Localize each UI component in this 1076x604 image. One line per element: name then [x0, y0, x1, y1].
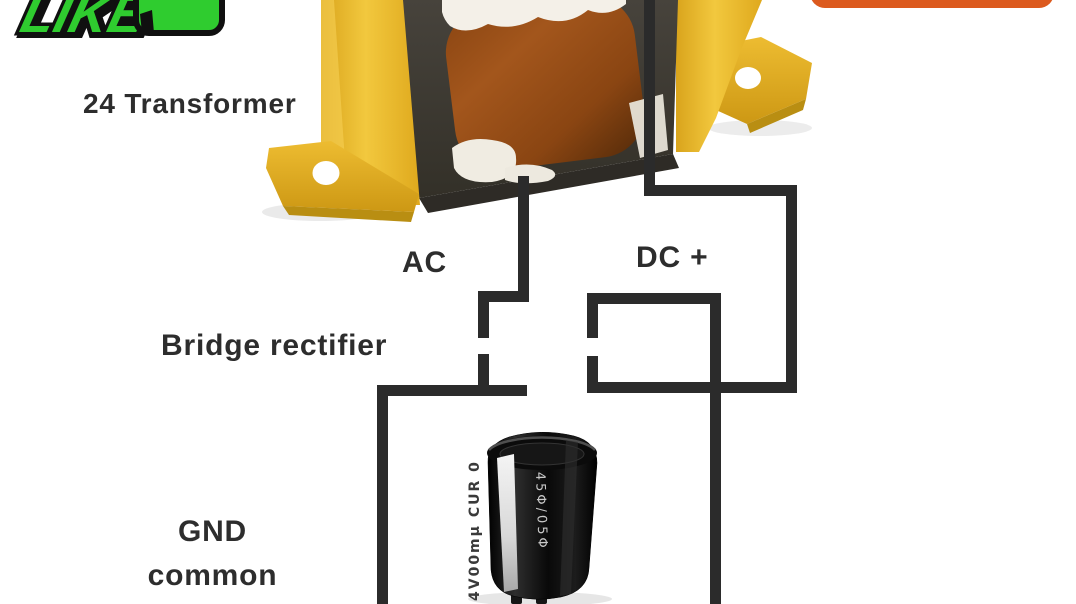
wire-dc-branch: [587, 0, 797, 604]
subscribe-button-partial[interactable]: [810, 0, 1054, 8]
like-badge[interactable]: LIKE LIKE: [4, 0, 244, 38]
schematic-wires: [377, 0, 797, 604]
gnd-label-line2: common: [147, 559, 278, 592]
transformer-label: 24 Transformer: [83, 88, 297, 119]
transformer-photo: [266, 0, 812, 222]
mounting-hole-right: [735, 67, 761, 89]
capacitor-side-marking: 4V00mµ CUR 0: [467, 460, 483, 601]
wire-gnd-branch: [377, 385, 527, 604]
capacitor-body-marking: 45Φ/05Φ: [532, 472, 550, 551]
dc-plus-label: DC +: [636, 241, 709, 274]
capacitor-stripe: [497, 454, 518, 592]
mounting-hole-left: [312, 161, 340, 185]
copper-coil: [445, 0, 645, 170]
bridge-rectifier-label: Bridge rectifier: [161, 329, 388, 362]
gnd-common-label: GND common: [130, 510, 295, 598]
gnd-label-line1: GND: [177, 515, 248, 548]
ac-label: AC: [402, 246, 447, 279]
thumbs-up-icon: [133, 0, 225, 36]
capacitor-photo: 45Φ/05Φ 4V00mµ CUR 0: [467, 431, 598, 604]
wire-ac-branch: [478, 176, 529, 396]
